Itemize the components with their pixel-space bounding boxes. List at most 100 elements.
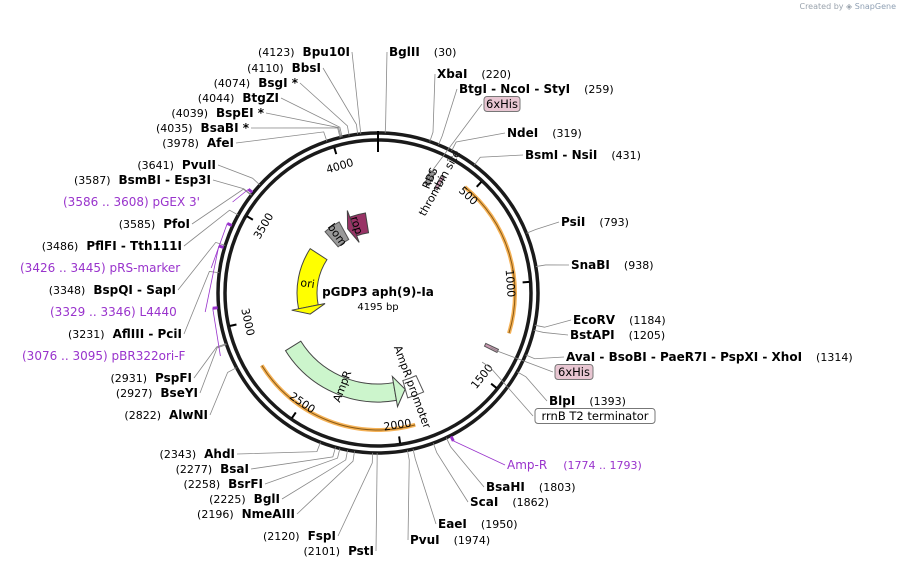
site-position: (4123) [258,46,295,59]
primer-label: Amp-R (1774 .. 1793) [507,458,642,472]
site-enzyme-name: BsgI * [258,76,299,90]
restriction-site-label: ScaI(1862) [470,495,549,509]
site-labels: (4123)Bpu10I(4110)BbsI(4074)BsgI *(4044)… [20,45,853,558]
primer-text: Amp-R [507,458,547,472]
leader-line [451,132,506,152]
restriction-site-label: (4123) Bpu10I [258,45,350,59]
feature-label: ori [300,276,316,291]
leader-line [183,209,239,247]
leader-line [533,329,569,336]
restriction-site-label: (3348)BspQI - SapI [49,283,176,297]
site-enzyme-name: BglI [254,492,280,506]
tick-mark [522,280,530,284]
primer-label: (3426 .. 3445) pRS-marker [20,261,180,275]
site-enzyme-name: PspFI [155,371,192,385]
restriction-site-label: BglII(30) [389,45,456,59]
site-enzyme-name: NmeAIII [242,507,295,521]
restriction-site-label: (2225)BglI [209,492,280,506]
leader-line [534,319,572,328]
site-enzyme-name: AlwNI [169,408,208,422]
primer-label: (3586 .. 3608) pGEX 3' [63,195,200,209]
credit-prefix: Created by [799,2,844,11]
site-enzyme-name: BtgI - NcoI - StyI [459,82,570,96]
tick-label: 1000 [503,269,518,298]
leader-line [481,361,534,417]
restriction-site-label: SnaBI(938) [571,258,654,272]
leader-line [473,154,524,166]
site-enzyme-name: PstI [348,544,374,558]
site-enzyme-name: BstAPI [570,328,615,342]
site-position: (3585) [119,218,156,231]
site-enzyme-name: SnaBI [571,258,610,272]
leader-line [525,354,565,360]
leader-line [337,452,374,537]
tick-label: 4000 [325,156,356,177]
site-position: (4044) [198,92,235,105]
feature-box [324,221,350,248]
primer-text: (3586 .. 3608) pGEX 3' [63,195,200,209]
site-position: (319) [552,127,582,140]
site-position: (2343) [160,448,197,461]
restriction-site-label: (4074)BsgI * [214,76,299,90]
primer-label: (3329 .. 3346) L4440 [50,305,177,319]
feature-box [433,175,445,191]
leader-line [375,452,378,552]
site-enzyme-name: Bpu10I [303,45,350,59]
site-position: (2931) [110,372,147,385]
site-enzyme-name: EaeI [438,517,467,531]
site-enzyme-name: BtgZI [242,91,279,105]
tick-mark [398,436,402,444]
restriction-site-label: (2822)AlwNI [124,408,208,422]
primer-label: (3076 .. 3095) pBR322ori-F [22,349,186,363]
site-position: (4039) [171,107,208,120]
site-position: (3587) [74,174,111,187]
site-enzyme-name: BsaHI [486,480,525,494]
restriction-site-label: BstAPI (1205) [570,328,665,342]
restriction-site-label: (2927)BseYI [116,386,198,400]
site-position: (1184) [629,314,666,327]
leader-line [217,164,261,186]
feature-box [402,374,425,399]
primer-position: (1774 .. 1793) [563,459,642,472]
site-enzyme-name: BspQI - SapI [93,283,176,297]
restriction-site-label: AvaI - BsoBI - PaeR7I - PspXI - XhoI(131… [566,350,853,364]
primer-text: (3329 .. 3346) L4440 [50,305,177,319]
restriction-site-label: BsmI - NsiI(431) [525,148,641,162]
primer-binding-mark [247,188,254,194]
primer-binding-mark [449,435,455,442]
plasmid-name: pGDP3 aph(9)-Ia [322,285,434,299]
leader-line [429,73,436,142]
restriction-site-label: (4039)BspEI * [171,106,264,120]
site-position: (1314) [816,351,853,364]
leader-line [490,347,554,373]
feature-arrow-body [296,247,328,310]
tick-mark [290,411,297,419]
restriction-site-label: (3585) PfoI [119,217,190,231]
feature-callout-label: rrnB T2 terminator [542,409,649,423]
site-enzyme-name: BseYI [160,386,198,400]
site-position: (1974) [454,534,491,547]
site-position: (1205) [629,329,666,342]
site-position: (1393) [589,395,626,408]
leader-line [351,51,362,134]
site-position: (2101) [303,545,340,558]
leader-line [191,188,252,225]
site-enzyme-name: AhdI [204,447,235,461]
primer-leader-line [232,188,249,203]
restriction-site-label: PvuI (1974) [410,533,490,547]
site-position: (1803) [539,481,576,494]
site-enzyme-name: BsmBI - Esp3I [119,173,211,187]
feature-arrow-head [391,375,406,409]
restriction-site-label: BlpI(1393) [549,394,626,408]
primer-leader-line [204,245,220,313]
site-enzyme-name: PfoI [163,217,190,231]
restriction-site-label: BsaHI (1803) [486,480,575,494]
leader-line [412,449,437,525]
primer-binding-mark [218,244,225,249]
feature-callout-box [554,364,594,380]
feature-callout-box [534,408,656,424]
leader-line [535,264,570,267]
site-enzyme-name: PvuI [410,533,440,547]
site-enzyme-name: PflFI - Tth111I [86,239,182,253]
site-enzyme-name: BsaI [220,462,249,476]
